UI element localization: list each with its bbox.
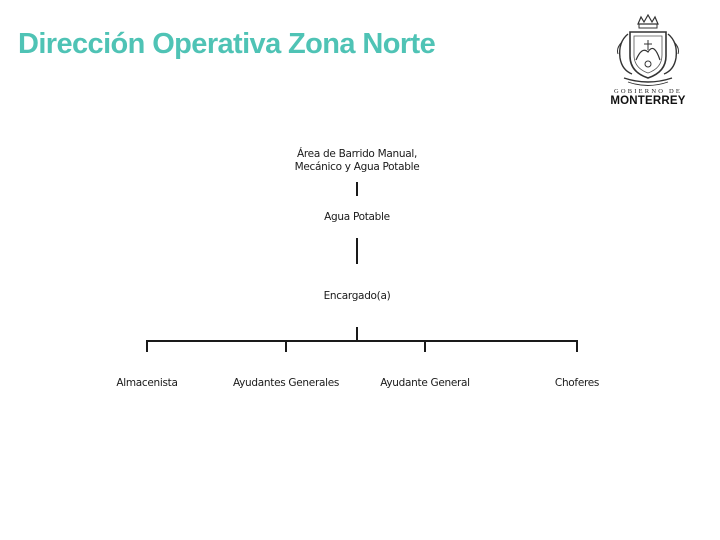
logo-top-text: GOBIERNO DE <box>613 88 683 95</box>
connector-child-2 <box>285 340 287 352</box>
connector-level2-to-level3 <box>356 238 358 264</box>
org-node-child: Ayudantes Generales <box>232 377 340 389</box>
org-node-level2: Agua Potable <box>324 211 390 223</box>
connector-child-1 <box>146 340 148 352</box>
org-node-level3: Encargado(a) <box>323 290 391 302</box>
connector-child-4 <box>576 340 578 352</box>
connector-root-to-level2 <box>356 182 358 196</box>
org-node-child: Almacenista <box>116 377 178 389</box>
org-node-root-line1: Área de Barrido Manual, <box>297 148 417 160</box>
coat-of-arms-icon <box>617 13 679 86</box>
connector-level3-down <box>356 327 358 342</box>
gobierno-monterrey-logo: GOBIERNO DE MONTERREY <box>606 13 690 107</box>
org-node-root: Área de Barrido Manual, Mecánico y Agua … <box>257 148 457 174</box>
org-node-child: Choferes <box>554 377 600 389</box>
org-node-child: Ayudante General <box>380 377 470 389</box>
slide-title: Dirección Operativa Zona Norte <box>18 28 436 60</box>
connector-child-3 <box>424 340 426 352</box>
logo-bottom-text: MONTERREY <box>610 95 686 107</box>
org-node-root-line2: Mecánico y Agua Potable <box>294 161 420 173</box>
connector-horizontal-bar <box>146 340 578 342</box>
